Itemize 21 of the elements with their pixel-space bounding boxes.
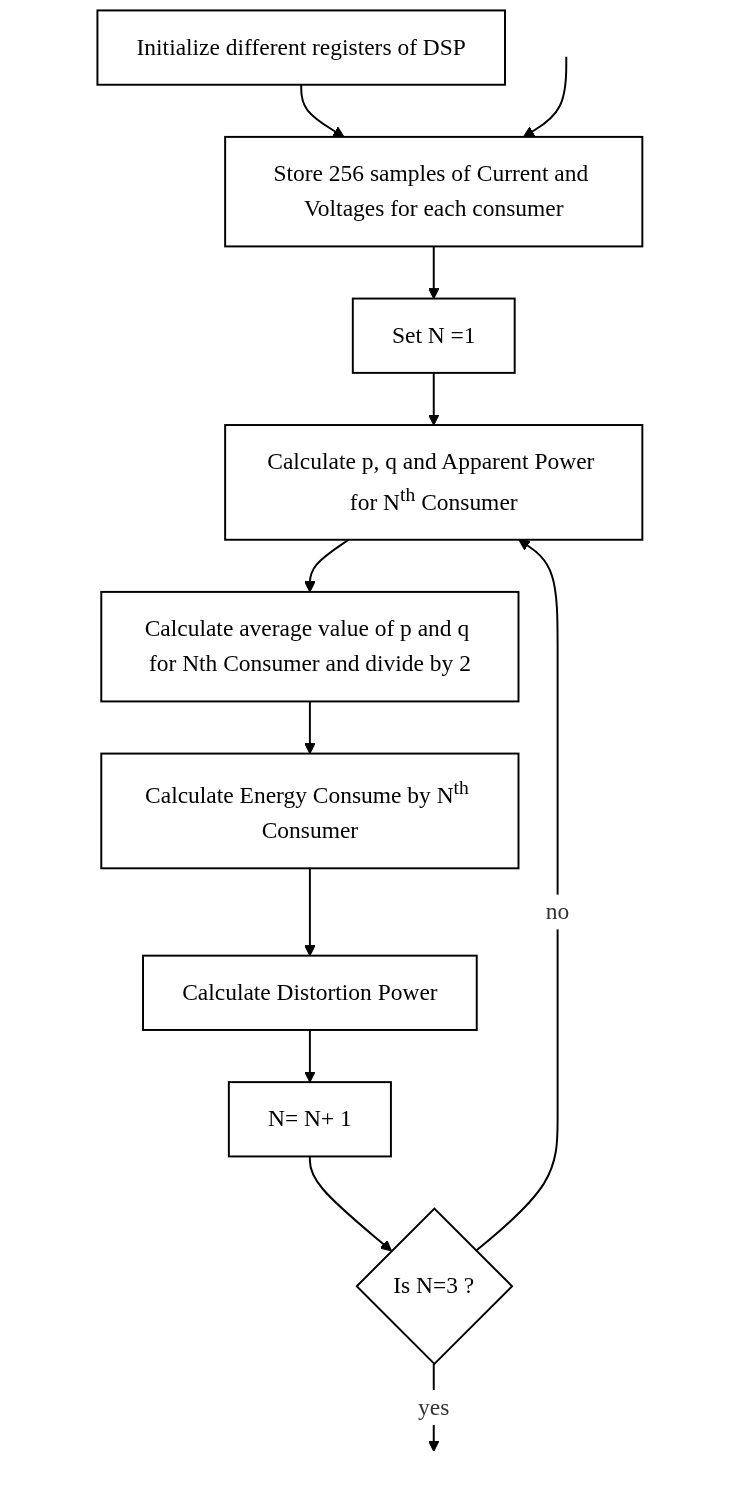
arrow [427, 245, 440, 300]
node-diamond: Is N=3 ? [354, 1207, 514, 1366]
node-box: Set N =1 [351, 297, 516, 374]
node-box: Calculate p, q and Apparent Power for N$^{th}$ Consumer [223, 424, 643, 541]
node-box: Calculate Energy Consume by N$^{th}$ Consumer [99, 752, 520, 870]
arrow [299, 83, 345, 138]
node-box: Initialize different registers of DSP [96, 9, 506, 86]
arrow [303, 867, 316, 957]
node-box: Store 256 samples of Current and Voltages for each consumer [223, 135, 643, 248]
node-box: Calculate average value of p and q for Nth Consumer and divide by 2 [99, 590, 520, 703]
arrow [308, 1155, 392, 1252]
arrow [303, 538, 350, 593]
node-box: N= N+ 1 [227, 1081, 392, 1158]
node-box: Calculate Distortion Power [141, 954, 478, 1031]
edge-label: no [545, 898, 569, 925]
arrow [474, 539, 559, 1252]
arrow [303, 1029, 316, 1083]
arrow [303, 700, 316, 755]
arrow [427, 371, 440, 426]
edge-label: yes [417, 1393, 449, 1420]
arrow [522, 55, 567, 138]
